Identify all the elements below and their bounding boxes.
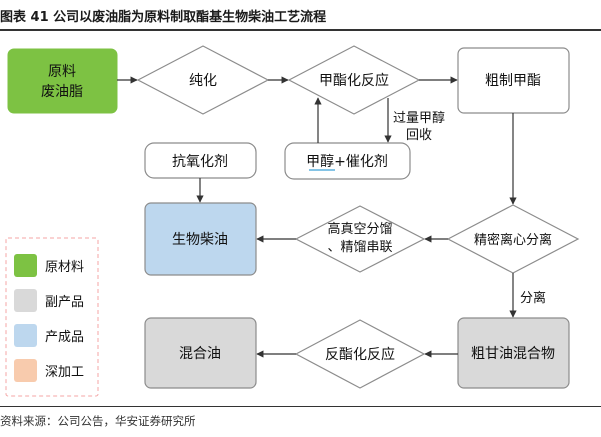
vacuum-label-2: 、精馏串联	[327, 240, 392, 255]
biodiesel-box	[144, 202, 257, 276]
source-note: 资料来源：公司公告，华安证券研究所	[0, 414, 196, 428]
figure-title: 图表 41 公司以废油脂为原料制取酯基生物柴油工艺流程	[0, 10, 327, 25]
legend-swatch-product	[14, 324, 37, 347]
trans-ester-label: 反酯化反应	[325, 346, 395, 363]
mixed-oil-label: 混合油	[179, 346, 221, 362]
separate-label: 分离	[520, 290, 546, 306]
bottom-rule	[0, 406, 601, 407]
vacuum-label-1: 高真空分馏	[327, 221, 392, 237]
legend-label-raw: 原材料	[45, 260, 84, 275]
mixed-oil-box	[144, 317, 257, 389]
methanol-catalyst-label: 甲醇+催化剂	[306, 153, 388, 170]
raw-material-label-1: 原料	[48, 64, 76, 80]
recover-label-2: 回收	[406, 128, 432, 143]
legend-label-product: 产成品	[45, 330, 84, 345]
legend-frame	[5, 237, 99, 397]
glycerin-box	[457, 317, 570, 389]
raw-material-box	[7, 48, 118, 114]
recover-label-1: 过量甲醇	[393, 110, 445, 126]
esterify-label: 甲酯化反应	[319, 72, 389, 89]
purify-label: 纯化	[189, 73, 217, 89]
glycerin-label: 粗甘油混合物	[471, 346, 555, 362]
crude-ester-label: 粗制甲酯	[485, 73, 541, 89]
legend-swatch-deep	[14, 359, 37, 382]
vacuum-diamond	[294, 205, 426, 273]
trans-ester-diamond	[294, 319, 426, 389]
antioxidant-label: 抗氧化剂	[172, 154, 228, 170]
raw-material-label-2: 废油脂	[41, 84, 83, 100]
top-rule	[0, 29, 601, 31]
biodiesel-label: 生物柴油	[172, 232, 228, 248]
legend: 原材料 副产品 产成品 深加工	[14, 254, 84, 382]
legend-label-byproduct: 副产品	[45, 295, 84, 310]
legend-swatch-raw	[14, 254, 37, 277]
centrifuge-diamond	[446, 204, 580, 274]
legend-label-deep: 深加工	[45, 365, 84, 380]
centrifuge-label: 精密离心分离	[474, 232, 552, 248]
legend-swatch-byproduct	[14, 289, 37, 312]
